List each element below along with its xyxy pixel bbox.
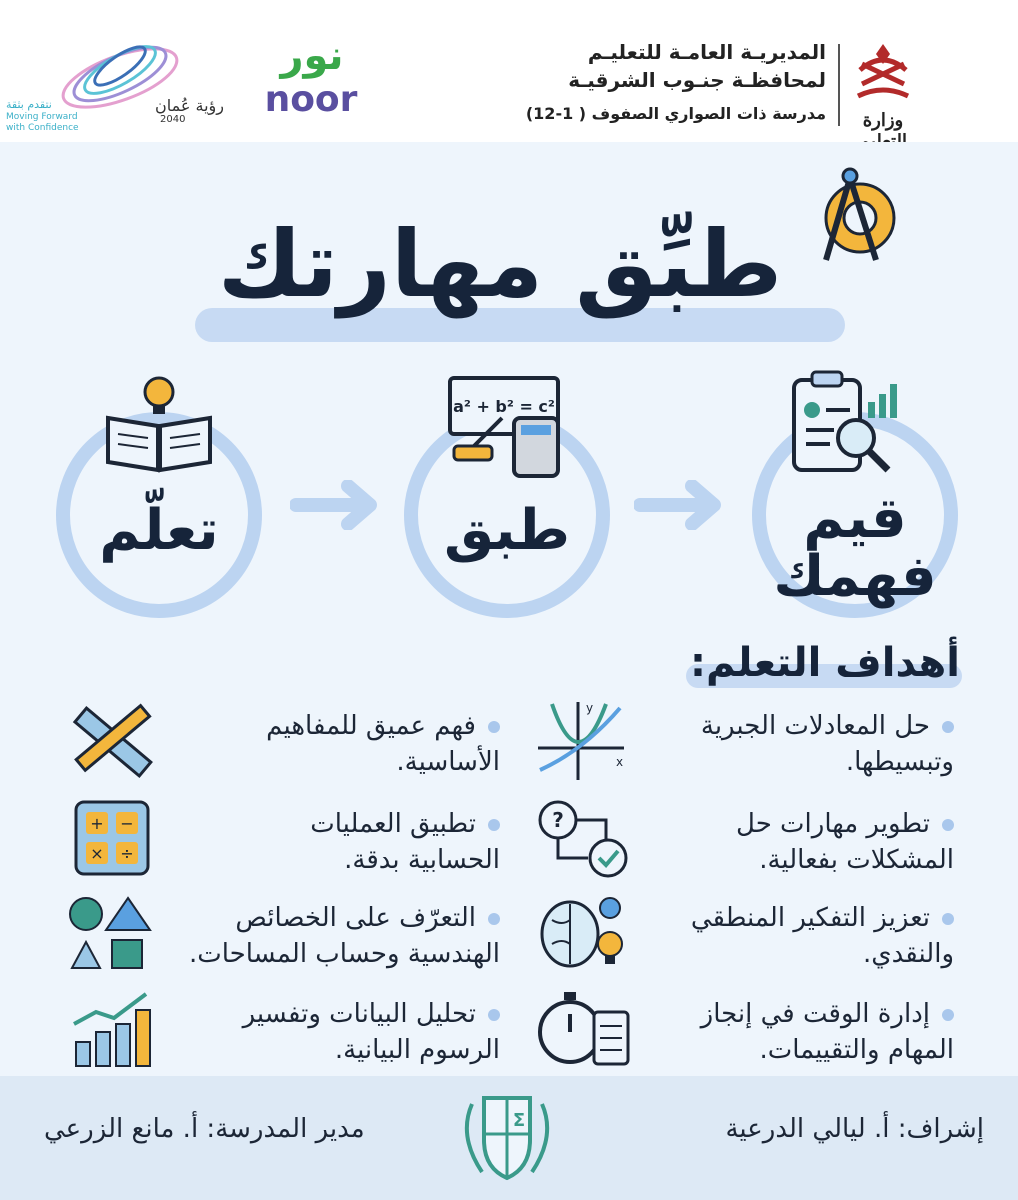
bullet	[488, 720, 500, 733]
goal-line: الرسوم البيانية.	[334, 1035, 500, 1065]
formula-text: a² + b² = c²	[453, 397, 555, 416]
stopwatch-icon	[538, 992, 630, 1066]
goal-line: الأساسية.	[396, 747, 500, 777]
bullet	[488, 818, 500, 831]
bullet	[942, 720, 954, 733]
goal-item: تعزيز التفكير المنطقي والنقدي.	[664, 900, 954, 972]
header-divider	[838, 44, 840, 126]
vision-tagline-en-1: Moving Forward	[6, 112, 78, 122]
goal-line: المهام والتقييمات.	[759, 1035, 954, 1065]
step-label-apply: طبق	[443, 498, 571, 563]
arrow-icon	[634, 480, 721, 530]
ruler-pencil-icon	[72, 703, 153, 779]
svg-text:?: ?	[552, 808, 564, 832]
board-calculator-icon: a² + b² = c²	[448, 376, 560, 478]
goal-item: إدارة الوقت في إنجاز المهام والتقييمات.	[664, 996, 954, 1068]
svg-text:×: ×	[90, 844, 103, 863]
step-label-assess-1: قيم	[803, 486, 907, 551]
brain-icon	[540, 897, 623, 968]
school-crest-icon: Σ	[464, 1096, 550, 1181]
goal-line: تطبيق العمليات	[310, 809, 476, 839]
noor-logo-latin: noor	[264, 79, 358, 120]
principal-credit: مدير المدرسة: أ. مانع الزرعي	[44, 1114, 365, 1144]
step-label-assess-2: فهمك	[773, 544, 937, 609]
goal-line: التعرّف على الخصائص	[235, 903, 476, 933]
goal-line: والنقدي.	[863, 939, 954, 969]
step-label-learn: تعلّم	[99, 498, 219, 563]
svg-text:+: +	[90, 814, 103, 833]
goal-line: الحسابية بدقة.	[344, 845, 500, 875]
bullet	[942, 912, 954, 925]
goal-line: تعزيز التفكير المنطقي	[690, 903, 930, 933]
title-underline	[195, 308, 845, 342]
vision-tagline-ar: نتقدم بثقة	[6, 98, 52, 111]
svg-text:÷: ÷	[120, 844, 133, 863]
bullet	[942, 1008, 954, 1021]
problem-solving-icon: ?	[538, 800, 628, 878]
svg-text:Σ: Σ	[513, 1110, 525, 1131]
svg-text:−: −	[120, 814, 133, 833]
graph-icon: y x	[538, 701, 624, 780]
goal-line: تحليل البيانات وتفسير	[242, 999, 476, 1029]
arrow-icon	[290, 480, 377, 530]
goal-item: تطبيق العمليات الحسابية بدقة.	[170, 806, 500, 878]
goal-line: الهندسية وحساب المساحات.	[189, 939, 500, 969]
page-title: طبِّق مهارتك	[217, 211, 783, 318]
goal-item: فهم عميق للمفاهيم الأساسية.	[170, 708, 500, 780]
noor-logo-arabic: نور	[280, 33, 344, 79]
calculator-icon: + − × ÷	[74, 800, 150, 876]
compass-gear-icon	[823, 167, 896, 261]
shapes-icon	[69, 896, 152, 969]
goal-item: التعرّف على الخصائص الهندسية وحساب المسا…	[150, 900, 500, 972]
vision-title: رؤية عُمان	[155, 96, 224, 115]
goal-item: تحليل البيانات وتفسير الرسوم البيانية.	[170, 996, 500, 1068]
svg-text:x: x	[616, 755, 623, 769]
goal-line: إدارة الوقت في إنجاز	[700, 999, 930, 1029]
goal-line: حل المعادلات الجبرية	[700, 711, 930, 741]
bullet	[942, 818, 954, 831]
goals-title-underline	[686, 664, 962, 688]
supervisor-credit: إشراف: أ. ليالي الدرعية	[725, 1114, 984, 1144]
school-name: مدرسة ذات الصواري الصفوف ( 1-12)	[525, 104, 826, 123]
bullet	[488, 912, 500, 925]
goal-item: تطوير مهارات حل المشكلات بفعالية.	[664, 806, 954, 878]
bullet	[488, 1008, 500, 1021]
goal-line: وتبسيطها.	[845, 747, 954, 777]
vision-tagline-en-2: with Confidence	[6, 123, 79, 133]
clipboard-magnifier-icon	[792, 370, 897, 473]
book-lightbulb-icon	[106, 376, 212, 473]
vision-year: 2040	[160, 114, 186, 125]
bar-chart-icon	[73, 992, 151, 1067]
goal-item: حل المعادلات الجبرية وتبسيطها.	[664, 708, 954, 780]
goal-line: المشكلات بفعالية.	[759, 845, 954, 875]
directorate-line1: المديريـة العامـة للتعليـم	[587, 40, 826, 64]
vision-2040-swirl-icon	[61, 45, 179, 109]
header: وزارة التعليم المديريـة العامـة للتعليـم…	[0, 0, 1018, 152]
goal-line: فهم عميق للمفاهيم	[266, 711, 476, 741]
goals-title: أهداف التعلم:	[690, 640, 960, 686]
ministry-emblem-icon	[856, 44, 910, 99]
svg-text:y: y	[586, 701, 593, 715]
goal-line: تطوير مهارات حل	[736, 809, 930, 839]
directorate-line2: لمحافظـة جنـوب الشرقيـة	[568, 68, 826, 92]
